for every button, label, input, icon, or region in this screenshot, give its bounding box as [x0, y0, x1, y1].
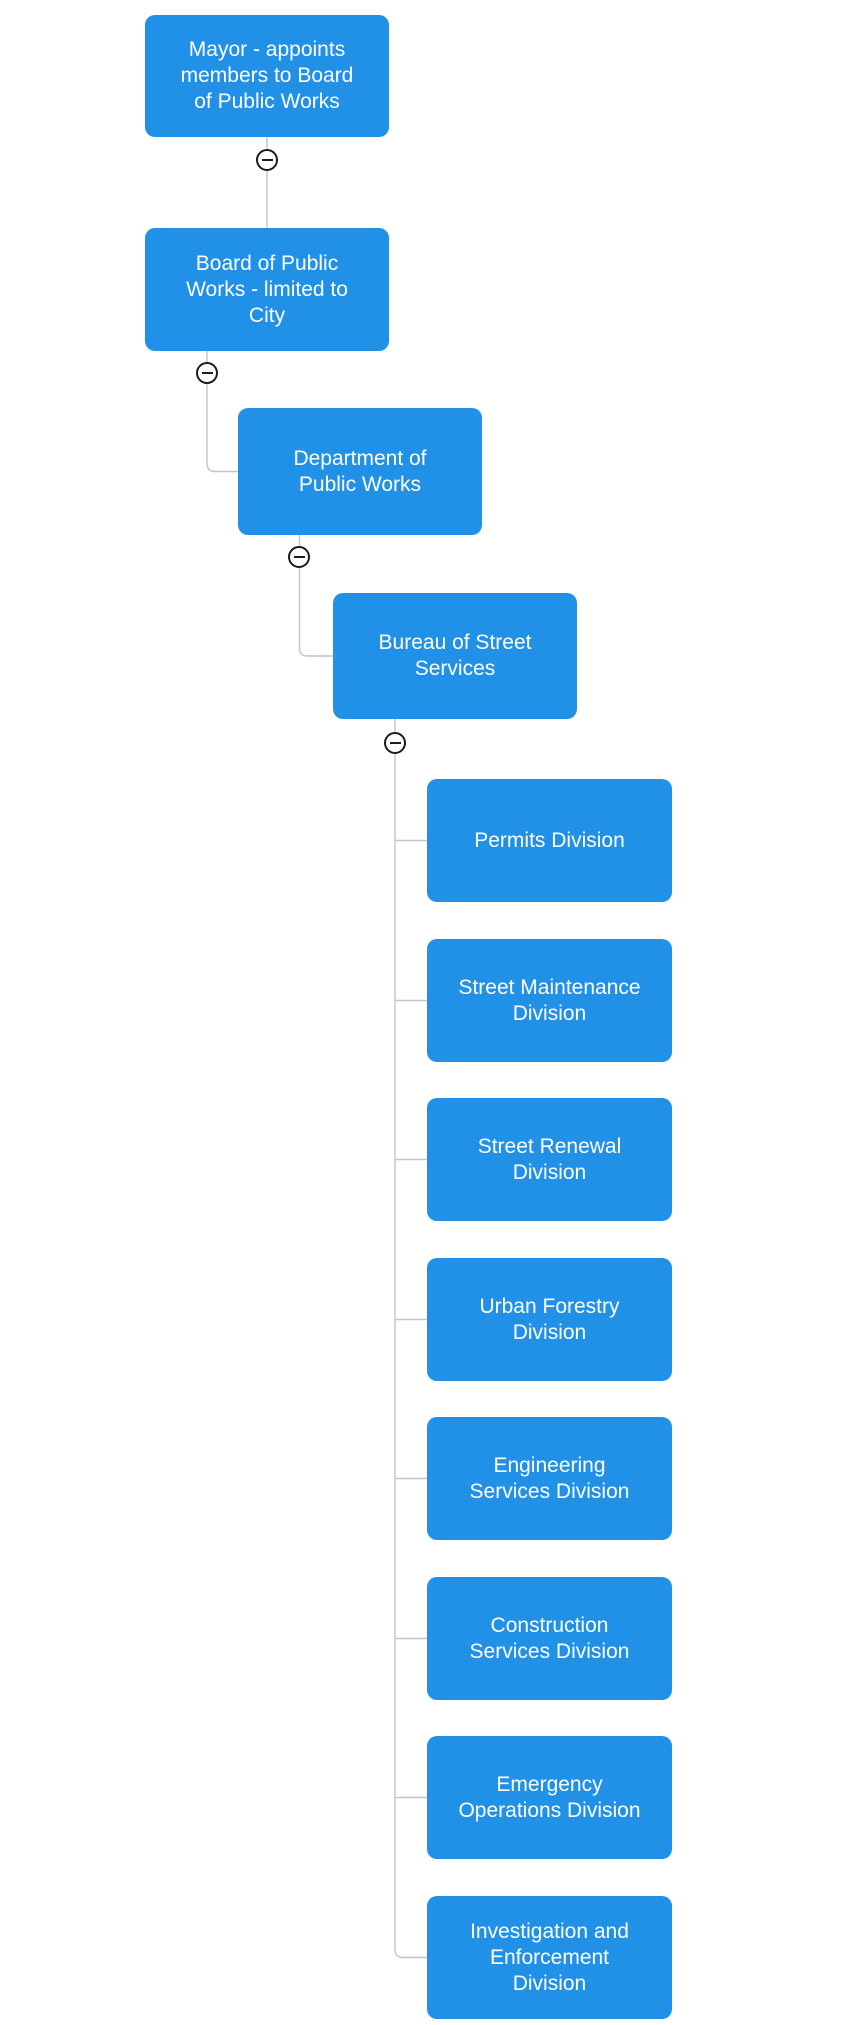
minus-icon: [201, 372, 213, 374]
node-street-maintenance-division[interactable]: Street Maintenance Division: [427, 939, 672, 1062]
node-label: Investigation and Enforcement Division: [470, 1919, 629, 1995]
connector-board-department: [206, 351, 238, 473]
node-label: Engineering Services Division: [469, 1453, 630, 1503]
node-label: Department of Public Works: [293, 446, 427, 496]
connector-bureau-trunk: [394, 719, 427, 1959]
collapse-button-mayor[interactable]: [256, 149, 278, 171]
node-construction-services-division[interactable]: Construction Services Division: [427, 1577, 672, 1700]
collapse-button-board[interactable]: [196, 362, 218, 384]
connector-department-bureau: [298, 535, 333, 657]
collapse-button-department[interactable]: [288, 546, 310, 568]
node-permits-division[interactable]: Permits Division: [427, 779, 672, 902]
node-label: Street Renewal Division: [477, 1134, 622, 1184]
node-label: Bureau of Street Services: [378, 631, 532, 680]
node-label: Construction Services Division: [469, 1613, 630, 1663]
minus-icon: [293, 556, 305, 558]
minus-icon: [389, 742, 401, 744]
node-label: Emergency Operations Division: [458, 1772, 641, 1822]
node-label: Street Maintenance Division: [458, 975, 641, 1025]
node-label: Urban Forestry Division: [479, 1294, 620, 1344]
node-investigation-enforcement-division[interactable]: Investigation and Enforcement Division: [427, 1896, 672, 2019]
minus-icon: [261, 159, 273, 161]
node-label: Mayor - appoints members to Board of Pub…: [180, 38, 354, 113]
node-urban-forestry-division[interactable]: Urban Forestry Division: [427, 1258, 672, 1381]
node-emergency-operations-division[interactable]: Emergency Operations Division: [427, 1736, 672, 1859]
node-mayor[interactable]: Mayor - appoints members to Board of Pub…: [145, 15, 389, 137]
node-engineering-services-division[interactable]: Engineering Services Division: [427, 1417, 672, 1540]
node-label: Board of Public Works - limited to City: [186, 251, 348, 327]
node-board-of-public-works[interactable]: Board of Public Works - limited to City: [145, 228, 389, 351]
collapse-button-bureau[interactable]: [384, 732, 406, 754]
node-department-of-public-works[interactable]: Department of Public Works: [238, 408, 482, 535]
node-label: Permits Division: [474, 828, 625, 852]
node-bureau-of-street-services[interactable]: Bureau of Street Services: [333, 593, 577, 719]
node-street-renewal-division[interactable]: Street Renewal Division: [427, 1098, 672, 1221]
